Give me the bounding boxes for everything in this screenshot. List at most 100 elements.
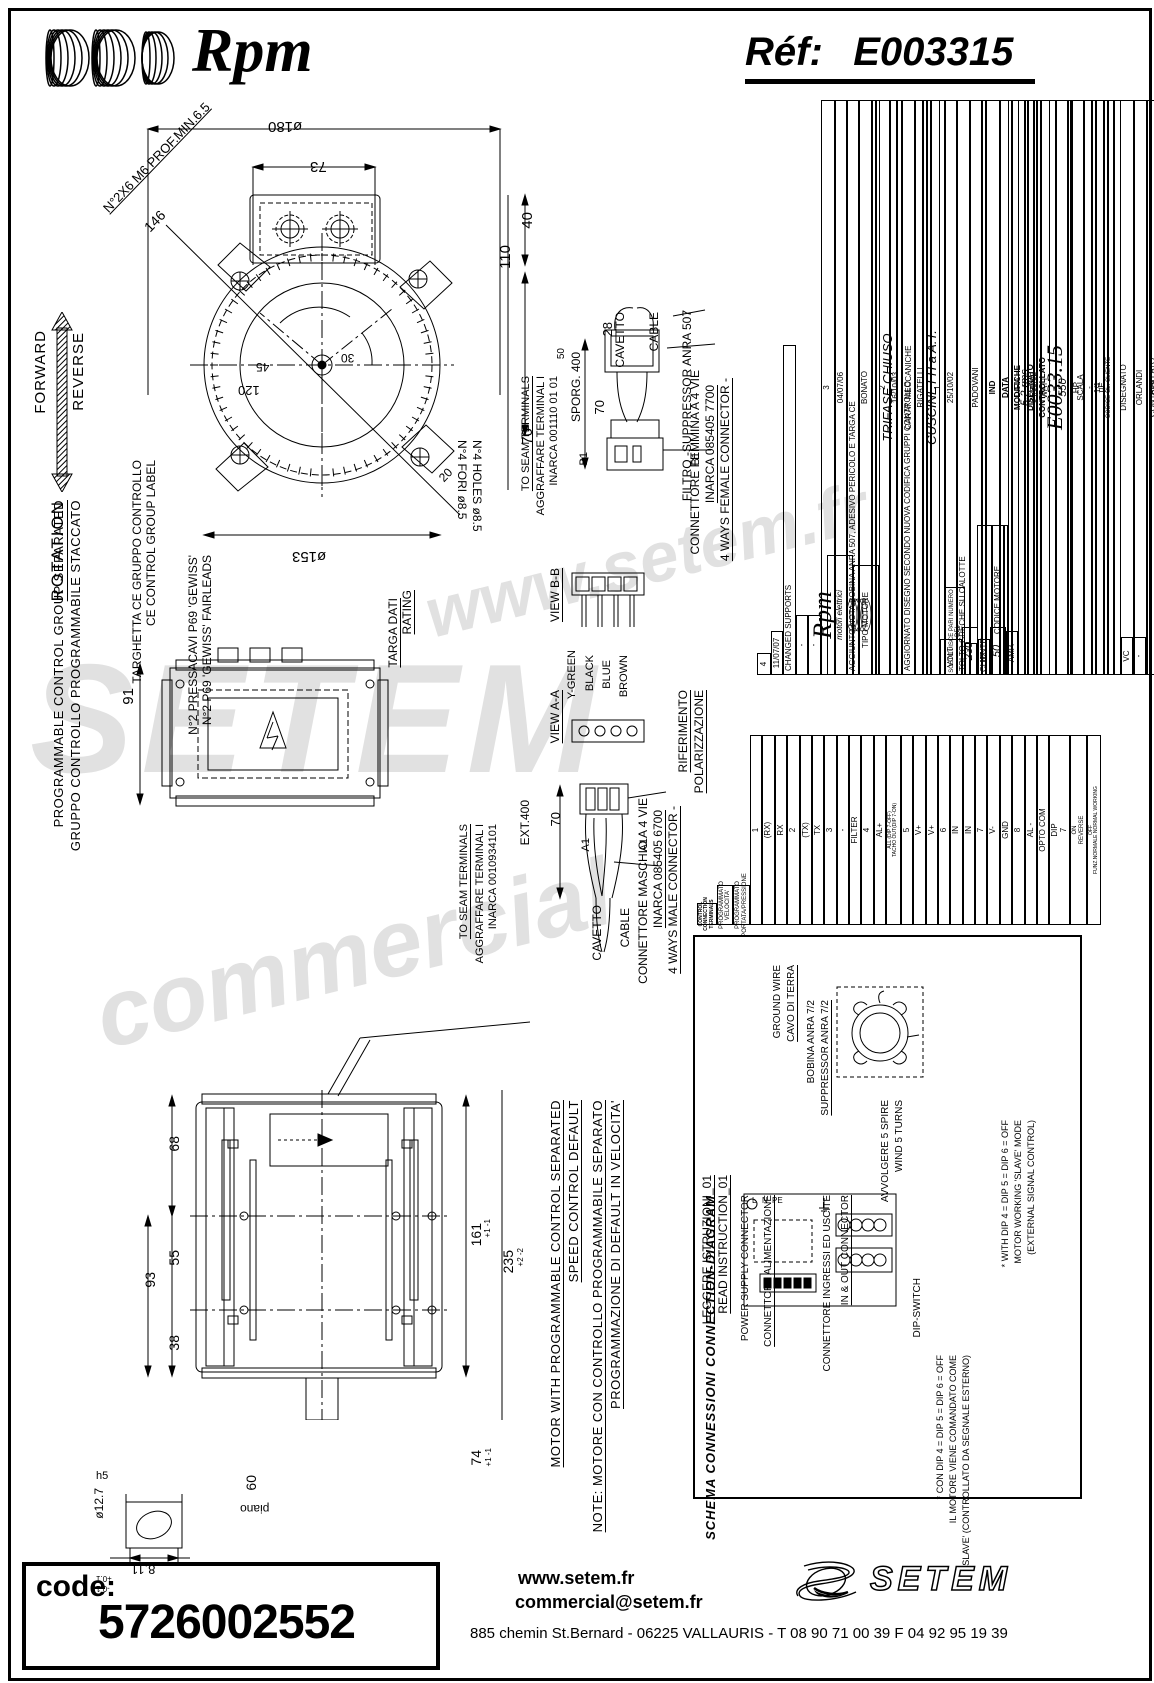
- label-ground-en: GROUND WIRE: [772, 965, 783, 1039]
- data-label: DATA: [1008, 100, 1029, 675]
- label-bobina-en: SUPPRESSOR ANRA 7/2: [820, 1000, 831, 1116]
- label-riferimento: RIFERIMENTO: [676, 690, 690, 773]
- rev-desc: CHANGED SUPPORTS: [783, 345, 796, 675]
- rpm-brand: Rpm: [808, 591, 838, 639]
- dim-50: 50: [556, 348, 567, 360]
- label-conn-female-code: INARCA 085405 7700: [703, 385, 717, 504]
- footer-address: 885 chemin St.Bernard - 06225 VALLAURIS …: [470, 1625, 1008, 1642]
- double-arrow-vertical-icon: [51, 312, 73, 492]
- row-num: 1: [749, 735, 763, 925]
- controllato-label: CONTROLLATO: [1146, 100, 1154, 675]
- title-footer-table: SOSTITUISCE PARI NUMERO DEL - CLIENTE CO…: [945, 100, 1154, 675]
- code-value: 5726002552: [98, 1596, 356, 1649]
- conn-head-en: CONTROL CONNECTION TERMINALS: [698, 897, 715, 931]
- dip-off-value: FUNZ.NORMALE NORMAL WORKING: [1093, 786, 1100, 874]
- row-num: 6: [937, 735, 951, 925]
- label-conn-male-code: INARCA 085405 6700: [651, 810, 665, 929]
- footer-email[interactable]: commercial@setem.fr: [515, 1592, 703, 1612]
- note-motor-it2: PROGRAMMAZIONE DI DEFAULT IN VELOCITA': [608, 1100, 623, 1409]
- dip-on-value: REVERSE: [1078, 815, 1085, 845]
- label-seam-en-2: TO SEAM TERMINALS: [458, 824, 470, 940]
- dip-off-cell: OFF FUNZ.NORMALE NORMAL WORKING: [1086, 735, 1102, 925]
- scala-value: 1/1: [1091, 100, 1105, 675]
- label-view-bb: VIEW B-B: [548, 568, 562, 623]
- label-cavetto-2: CAVETTO: [590, 905, 604, 961]
- label-seam-en-1: TO SEAM TERMINALS: [520, 376, 532, 492]
- footer-website[interactable]: www.setem.fr: [518, 1568, 635, 1588]
- label-rating-en: RATING: [400, 590, 414, 635]
- dim-120: 120: [238, 383, 260, 398]
- title-block: 4 11/07/07 CHANGED SUPPORTS - - 3 04/07/…: [757, 100, 1154, 675]
- row-air: RX: [774, 735, 788, 925]
- label-view-aa: VIEW A-A: [548, 690, 562, 744]
- label-b1-top: B1: [578, 452, 590, 466]
- row-speed: IN: [950, 735, 963, 925]
- dim-38: 38: [166, 1335, 182, 1351]
- note-holes-en: N°4 HOLES ø8.5: [470, 440, 484, 532]
- table-row: DATA 04/09/02 E0033.15: [1008, 100, 1072, 675]
- dim-161-tol: +0.1+1 -1: [483, 1219, 492, 1238]
- rpm-brand-sub: motori elettrici: [835, 590, 845, 640]
- dim-68: 68: [166, 1136, 182, 1152]
- sostituisce-label: SOSTITUISCE PARI NUMERO DEL: [945, 587, 965, 675]
- row-air: ALL (DIP 7-OFF) TACHO OUT(DIP 7-ON): [886, 735, 901, 925]
- scala-label: SCALA: [1071, 100, 1092, 675]
- rev-date: 11/07/07: [771, 631, 784, 675]
- dim-dia180: ø180: [268, 118, 303, 135]
- table-row: DISEGNATO ORLANDI CONTROLLATO: [1114, 100, 1154, 675]
- keyway-detail: [110, 1494, 190, 1562]
- row-speed: (TX): [799, 735, 812, 925]
- label-read-it: LEGGERE ISTRUZIONI_01: [700, 1175, 714, 1325]
- setem-swoosh-icon: [796, 1561, 857, 1601]
- table-row: CARAT. MECCANICHE CUSCINETTI a A.T.: [896, 100, 941, 675]
- table-row: 2 (TX) TX: [787, 735, 825, 925]
- row-speed: AL -: [1024, 735, 1038, 925]
- label-seam-code-1: INARCA 001110 01 01: [548, 376, 560, 486]
- sheet-border: [8, 8, 1152, 1681]
- mode1-label: PROGRAMMATO VELOCITA': [718, 881, 732, 929]
- dim-91: 91: [120, 688, 137, 705]
- rpm-logo: Rpm: [34, 17, 354, 90]
- table-row: 8 AL - OPTO COM: [1012, 735, 1050, 925]
- ref-label: Réf:: [745, 30, 823, 74]
- note-star-en1: * WITH DIP 4 = DIP 5 = DIP 6 = OFF: [1000, 1120, 1010, 1268]
- row-num: 2: [787, 735, 800, 925]
- table-row: CONTROL CONNECTION TERMINALS PROGRAMMATO…: [697, 735, 750, 937]
- label-dipswitch: DIP-SWITCH: [912, 1278, 923, 1338]
- row-num: 8: [1012, 735, 1025, 925]
- dim-dia153: ø153: [292, 548, 327, 565]
- codice-motore-value: E0033.15: [1040, 100, 1068, 675]
- label-wind-en: WIND 5 TURNS: [894, 1100, 905, 1173]
- dip-on-cell: ON REVERSE: [1070, 735, 1087, 925]
- control-connection-table: CONTROL CONNECTION TERMINALS PROGRAMMATO…: [697, 735, 1102, 937]
- row-speed: V+: [913, 735, 926, 925]
- setem-logo: SETEM: [790, 1556, 1040, 1608]
- dim-sprg: SPORG. 400: [569, 352, 583, 423]
- codice-cliente-label: CODICE CL. CLIENTE: [1104, 100, 1115, 675]
- table-row: 7 V- GND: [975, 735, 1013, 925]
- label-cavetto-1: CAVETTO: [613, 312, 627, 368]
- row-air: OPTO COM: [1037, 735, 1050, 925]
- mode2-label: PROGRAMMATO PORTATA/PRESSIONE: [735, 873, 748, 937]
- label-plate-en: CE CONTROL GROUP LABEL: [144, 460, 158, 627]
- row-air: V+: [925, 735, 938, 925]
- dim-74-tol: +1 -1: [484, 1448, 493, 1467]
- data-value: 04/09/02: [1028, 100, 1041, 675]
- label-reverse: REVERSE: [70, 332, 87, 411]
- rpm-logo-text: Rpm: [192, 17, 313, 85]
- label-cable-2: CABLE: [618, 908, 632, 948]
- row-speed: AL+: [873, 735, 887, 925]
- dim-110: 110: [497, 245, 514, 269]
- row-air: FILTER: [849, 735, 862, 925]
- label-conn-male-en: 4 WAYS MALE CONNECTOR -: [666, 806, 680, 974]
- table-row: 6 IN IN: [937, 735, 976, 925]
- motor-side-view: [136, 647, 389, 807]
- table-row: DIP 7 ON REVERSE OFF FUNZ.NORMALE NORMAL…: [1049, 735, 1102, 925]
- note-star-it3: 'SLAVE' (CONTROLLATO DA SEGNALE ESTERNO): [961, 1355, 971, 1568]
- dim-40: 40: [519, 212, 536, 229]
- table-row: 5 V+ V+: [900, 735, 938, 925]
- table-row: 4 AL+ ALL (DIP 7-OFF) TACHO OUT(DIP 7-ON…: [861, 735, 901, 925]
- view-aa-detail: [571, 719, 645, 743]
- motor-bottom-view: [144, 1021, 530, 1420]
